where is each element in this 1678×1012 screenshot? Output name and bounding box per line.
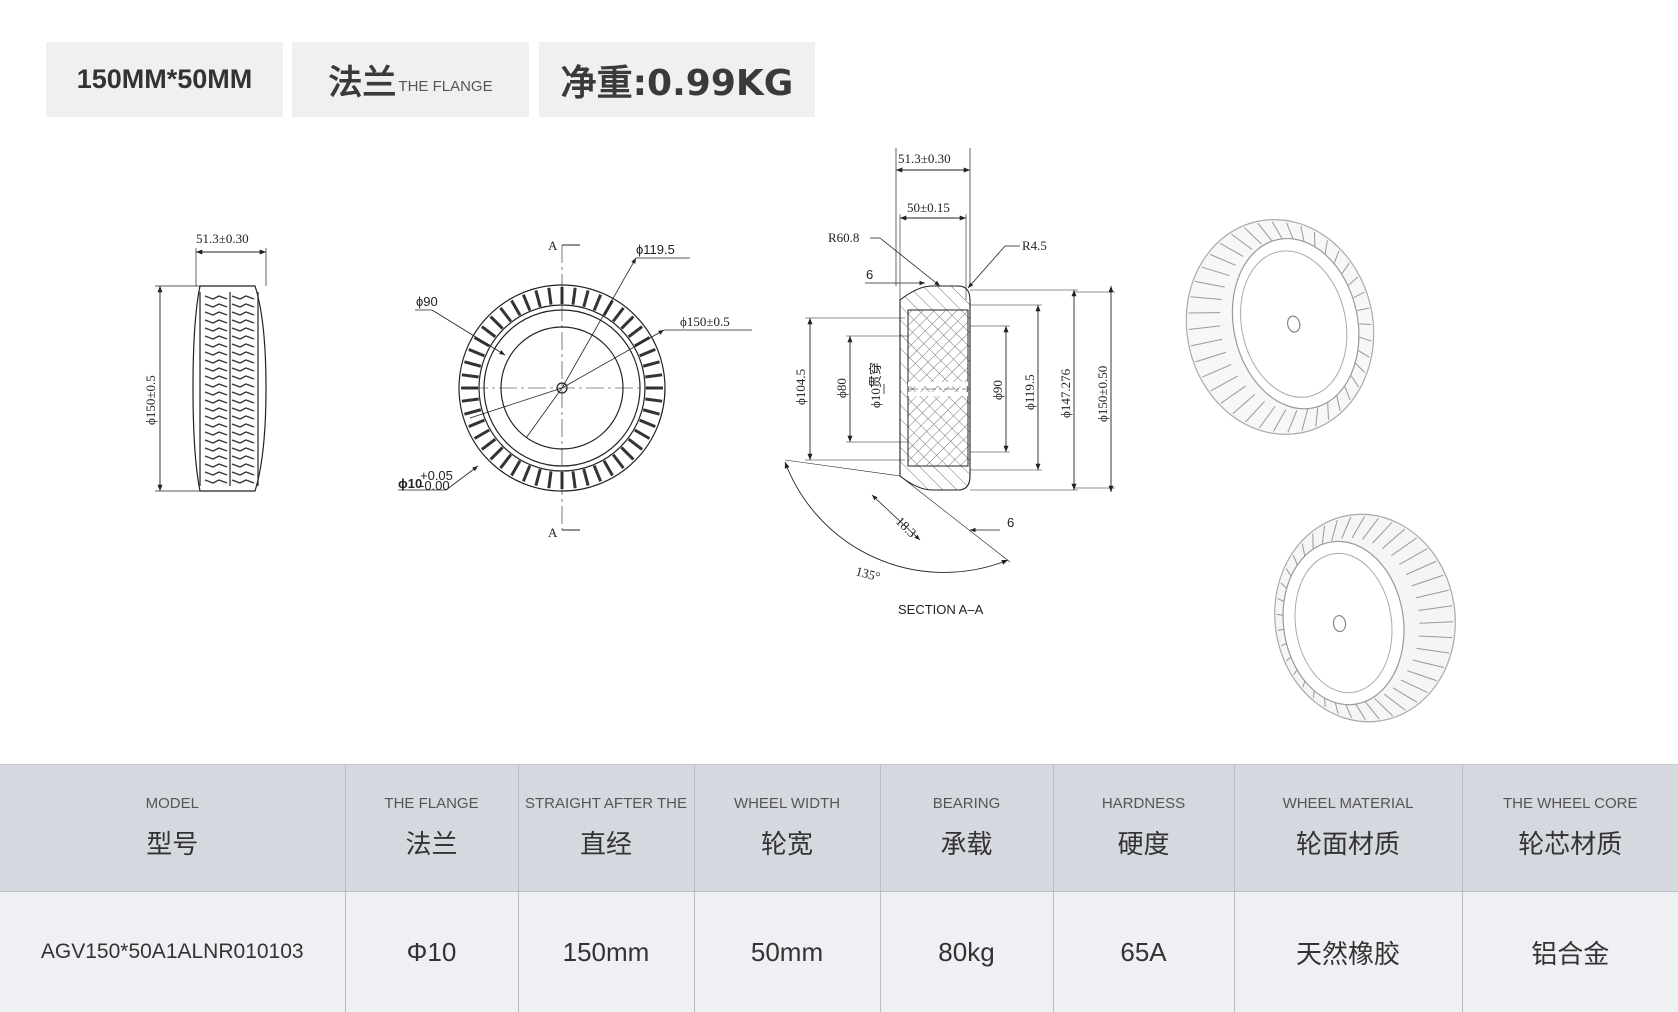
front-d90-label: ϕ90 xyxy=(416,294,438,309)
section-six-bottom-label: 6 xyxy=(1007,515,1014,530)
cell-wheel-material: 天然橡胶 xyxy=(1234,892,1462,1012)
table-row: AGV150*50A1ALNR010103 Φ10 150mm 50mm 80k… xyxy=(0,892,1678,1012)
section-r1-label: R60.8 xyxy=(828,230,859,245)
cell-wheel-core: 铝合金 xyxy=(1462,892,1678,1012)
weight-text: 净重:0.99KG xyxy=(561,54,794,106)
side-width-label: 51.3±0.30 xyxy=(196,231,249,246)
section-w2-label: 50±0.15 xyxy=(907,200,950,215)
section-d1045-label: ϕ104.5 xyxy=(793,369,808,405)
size-tag: 150MM*50MM xyxy=(46,42,283,117)
section-caption: SECTION A–A xyxy=(898,602,984,617)
size-text: 150MM*50MM xyxy=(77,64,253,95)
section-d150-label: ϕ150±0.50 xyxy=(1095,366,1110,422)
wheel-render-top xyxy=(1167,202,1394,452)
front-d1195-label: ϕ119.5 xyxy=(636,242,675,257)
side-view xyxy=(155,248,266,491)
section-d80-label: ϕ80 xyxy=(834,378,849,398)
weight-tag: 净重:0.99KG xyxy=(539,42,815,117)
side-diameter-label: ϕ150±0.5 xyxy=(143,375,158,425)
flange-zh: 法兰 xyxy=(328,55,396,104)
technical-drawing: 51.3±0.30 ϕ150±0.5 A A ϕ119.5 ϕ90 ϕ150±0… xyxy=(0,130,1678,730)
section-view xyxy=(785,148,1115,572)
section-d10-label: ϕ10贯穿 xyxy=(868,362,883,408)
wheel-render-bottom xyxy=(1261,502,1468,730)
cell-bearing: 80kg xyxy=(880,892,1053,1012)
cell-width: 50mm xyxy=(694,892,880,1012)
front-bore-label: ϕ10 xyxy=(398,476,422,491)
section-mark-bottom: A xyxy=(548,525,558,540)
section-six-top-label: 6 xyxy=(866,267,873,282)
section-d90-label: ϕ90 xyxy=(990,380,1005,400)
cell-hardness: 65A xyxy=(1053,892,1234,1012)
front-bore-tol-down: -0.00 xyxy=(420,478,450,493)
front-view xyxy=(398,245,752,530)
section-w1-label: 51.3±0.30 xyxy=(898,151,951,166)
front-d150-label: ϕ150±0.5 xyxy=(680,314,730,329)
section-d1195-label: ϕ119.5 xyxy=(1022,374,1037,410)
section-d147-label: ϕ147.276 xyxy=(1058,368,1073,418)
section-angle-label: 135° xyxy=(854,563,882,584)
cell-model: AGV150*50A1ALNR010103 xyxy=(0,892,345,1012)
cell-flange: Φ10 xyxy=(345,892,518,1012)
cell-diameter: 150mm xyxy=(518,892,694,1012)
section-mark-top: A xyxy=(548,238,558,253)
flange-en: THE FLANGE xyxy=(398,78,492,95)
section-r2-label: R4.5 xyxy=(1022,238,1047,253)
